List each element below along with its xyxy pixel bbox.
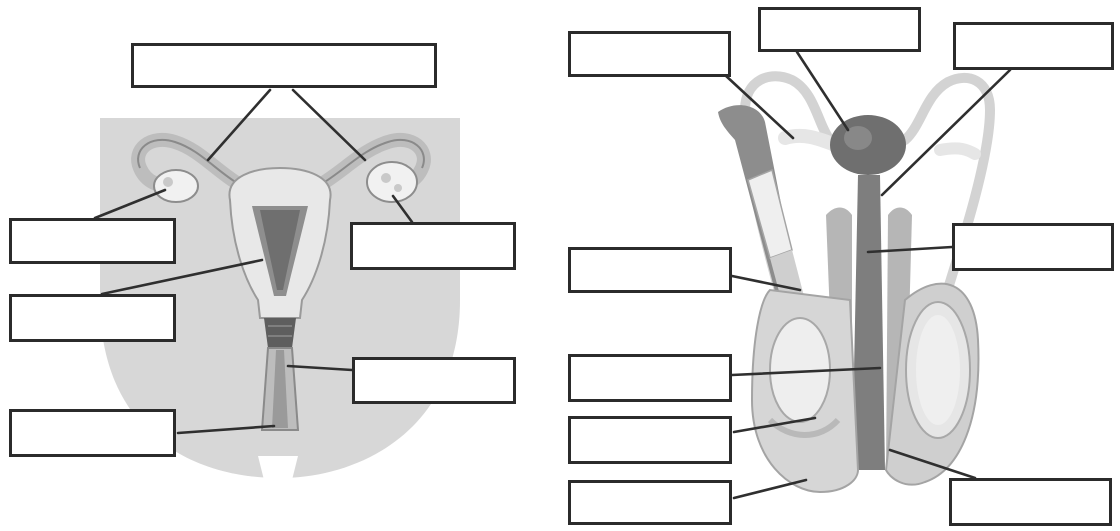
male-label-box-left-4[interactable] [568,480,732,525]
female-label-box-top[interactable] [131,43,437,88]
female-label-box-lower-left[interactable] [9,409,176,457]
female-label-box-middle-left[interactable] [9,294,176,342]
seminal-vesicle-right [940,148,975,154]
male-label-box-top-center[interactable] [758,7,921,52]
urethra [852,175,885,470]
male-label-box-top-right[interactable] [953,22,1114,70]
leader-line [734,480,806,498]
female-label-box-upper-right[interactable] [350,222,516,270]
cervix [264,318,296,348]
left-ovary [154,170,198,202]
male-reproductive-system [718,76,990,492]
male-label-box-left-1[interactable] [568,247,732,293]
male-label-box-left-2[interactable] [568,354,732,402]
male-label-box-left-3[interactable] [568,416,732,464]
female-label-box-upper-left[interactable] [9,218,176,264]
male-label-box-bottom-right[interactable] [949,478,1112,526]
female-label-box-lower-right[interactable] [352,357,516,404]
male-label-box-top-left[interactable] [568,31,731,77]
male-label-box-middle-right[interactable] [952,223,1114,271]
